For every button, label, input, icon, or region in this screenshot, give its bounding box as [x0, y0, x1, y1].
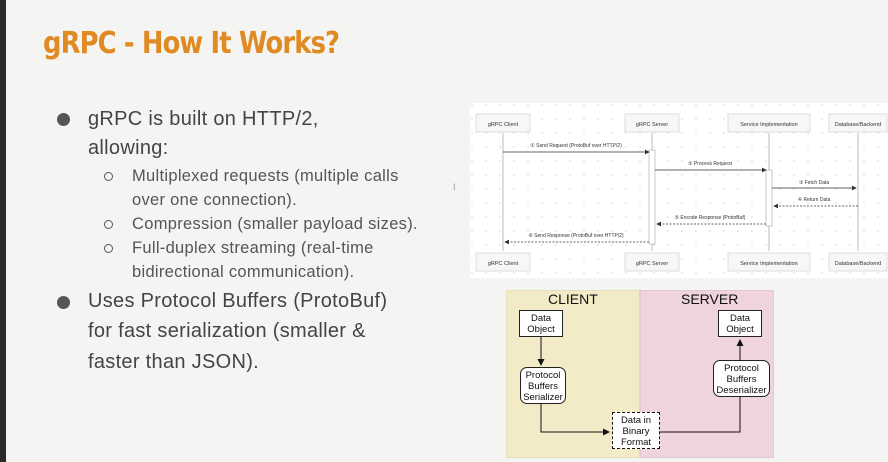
protobuf-flow-diagram: CLIENT SERVER Data Object Protocol Buffe… — [506, 290, 774, 458]
sub3-line1: Full-duplex streaming (real-time — [132, 239, 374, 257]
sub1-line2: over one connection). — [132, 191, 297, 209]
client-data-object: Data Object — [519, 310, 563, 337]
protobuf-deserializer: Protocol Buffers Deserializer — [713, 360, 770, 397]
message-4: ④ Return Data — [773, 197, 858, 209]
svg-text:⑥ Send Response (ProtoBuf over: ⑥ Send Response (ProtoBuf over HTTP/2) — [528, 233, 624, 239]
participant-label: Database/Backend — [835, 122, 881, 128]
participant-label: gRPC Server — [636, 261, 669, 267]
svg-text:① Send Request (ProtoBuf over: ① Send Request (ProtoBuf over HTTP/2) — [530, 143, 622, 149]
client-label: CLIENT — [548, 291, 598, 307]
bullet2-line3: faster than JSON). — [88, 351, 260, 373]
svg-text:③ Fetch Data: ③ Fetch Data — [799, 180, 830, 186]
message-5: ⑤ Encode Response (ProtoBuf) — [656, 215, 766, 227]
slide-title: gRPC - How It Works? — [43, 26, 340, 61]
participant-db-top: Database/Backend — [828, 113, 888, 133]
bullet1-line2: allowing: — [88, 137, 169, 159]
svg-text:④ Return Data: ④ Return Data — [798, 197, 831, 203]
participant-label: gRPC Server — [636, 122, 669, 128]
participant-client-top: gRPC Client — [475, 113, 531, 133]
bullet1-line1: gRPC is built on HTTP/2, — [88, 108, 319, 130]
sub3-line2: bidirectional communication). — [132, 263, 355, 281]
participant-server-bottom: gRPC Server — [624, 252, 680, 272]
participant-service-top: Service Implementation — [727, 113, 811, 133]
sub-bullet-circle — [104, 172, 113, 181]
participant-service-bottom: Service Implementation — [727, 252, 811, 272]
svg-text:⑤ Encode Response (ProtoBuf): ⑤ Encode Response (ProtoBuf) — [675, 215, 746, 221]
participant-label: gRPC Client — [488, 261, 519, 267]
sub-bullet-circle — [104, 220, 113, 229]
sub1-line1: Multiplexed requests (multiple calls — [132, 167, 399, 185]
message-2: ② Process Request — [655, 161, 767, 173]
server-data-object: Data Object — [718, 310, 762, 337]
message-6: ⑥ Send Response (ProtoBuf over HTTP/2) — [504, 233, 649, 245]
sub-bullet-circle — [104, 244, 113, 253]
binary-format-box: Data in Binary Format — [612, 412, 660, 449]
bullet2-line2: for fast serialization (smaller & — [88, 320, 366, 342]
message-1: ① Send Request (ProtoBuf over HTTP/2) — [503, 143, 650, 155]
participant-label: Service Implementation — [740, 261, 797, 267]
window-edge — [0, 0, 6, 462]
bullet2-line1: Uses Protocol Buffers (ProtoBuf) — [88, 290, 388, 312]
participant-db-bottom: Database/Backend — [828, 252, 888, 272]
protobuf-serializer: Protocol Buffers Serializer — [520, 367, 566, 404]
participant-label: Database/Backend — [835, 261, 881, 267]
participant-label: gRPC Client — [488, 122, 519, 128]
svg-text:② Process Request: ② Process Request — [688, 161, 733, 167]
participant-client-bottom: gRPC Client — [475, 252, 531, 272]
bullet-dot — [57, 296, 70, 309]
message-3: ③ Fetch Data — [772, 180, 857, 191]
sequence-diagram: gRPC Client gRPC Server Service Implemen… — [470, 103, 888, 278]
sub2-line1: Compression (smaller payload sizes). — [132, 215, 418, 233]
participant-server-top: gRPC Server — [624, 113, 680, 133]
participant-label: Service Implementation — [740, 122, 797, 128]
bullet-dot — [57, 113, 70, 126]
text-cursor-icon: I — [453, 182, 456, 192]
server-label: SERVER — [681, 291, 739, 307]
